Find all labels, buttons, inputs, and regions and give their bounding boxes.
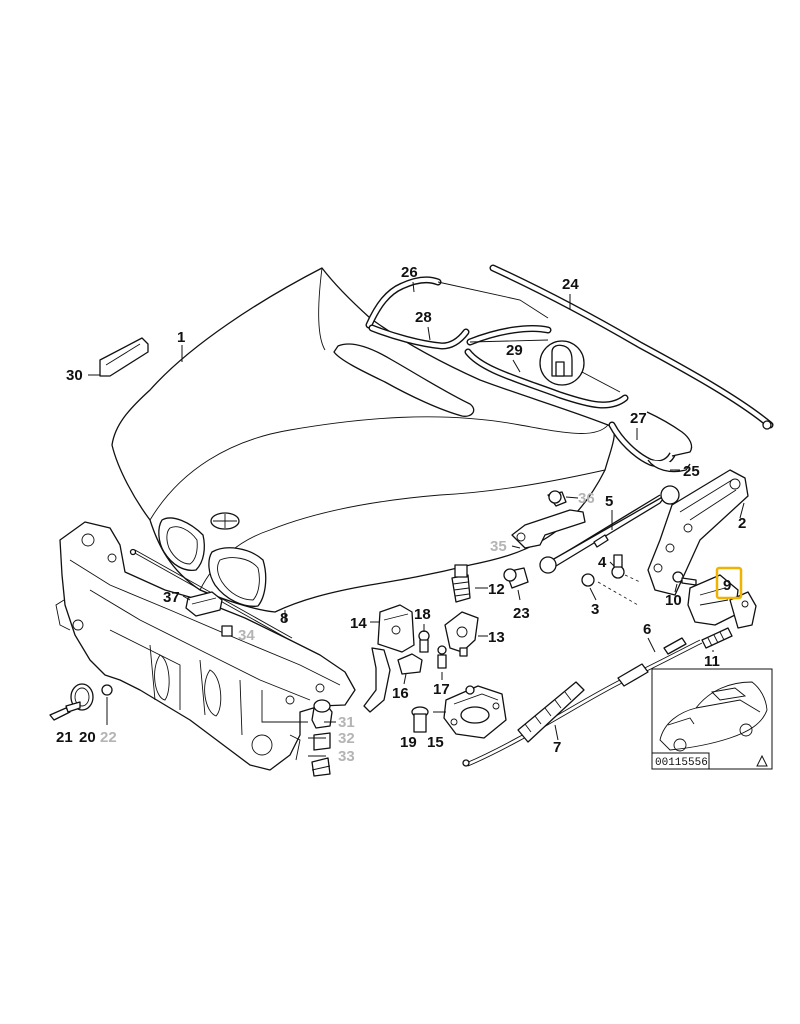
callout-11[interactable]: 11 <box>704 653 720 670</box>
callout-8[interactable]: 8 <box>280 610 288 627</box>
bracket-35[interactable] <box>511 509 586 549</box>
callout-27[interactable]: 27 <box>630 410 647 427</box>
callout-13[interactable]: 13 <box>488 629 505 646</box>
callout-25[interactable]: 25 <box>683 463 700 480</box>
callout-7[interactable]: 7 <box>553 739 561 756</box>
callout-17[interactable]: 17 <box>433 681 450 698</box>
callout-32[interactable]: 32 <box>338 730 355 747</box>
seal-dotted-guides <box>437 281 549 319</box>
front-panel[interactable] <box>55 521 356 771</box>
release-cable-6[interactable] <box>462 637 703 767</box>
hood-strut[interactable] <box>539 485 680 574</box>
stop-23[interactable] <box>503 567 529 589</box>
callout-19[interactable]: 19 <box>400 734 417 751</box>
callout-6[interactable]: 6 <box>643 621 651 638</box>
callout-20[interactable]: 20 <box>79 729 96 746</box>
reference-number: 00115556 <box>655 757 708 769</box>
clip-36[interactable] <box>547 490 567 507</box>
callout-4[interactable]: 4 <box>598 554 607 571</box>
callout-24[interactable]: 24 <box>562 276 579 293</box>
callout-34[interactable]: 34 <box>238 627 255 644</box>
callout-21[interactable]: 21 <box>56 729 73 746</box>
seal-cross-section <box>539 340 585 386</box>
clip-34[interactable] <box>221 625 233 637</box>
lock-base-15[interactable] <box>443 685 507 739</box>
callout-18[interactable]: 18 <box>414 606 431 623</box>
callout-35[interactable]: 35 <box>490 538 507 555</box>
callout-10[interactable]: 10 <box>665 592 682 609</box>
leader-lines <box>88 281 680 723</box>
hood-panel[interactable] <box>111 267 615 613</box>
callout-28[interactable]: 28 <box>415 309 432 326</box>
screw-19[interactable] <box>411 706 429 733</box>
callout-26[interactable]: 26 <box>401 264 418 281</box>
callout-29[interactable]: 29 <box>506 342 523 359</box>
part-30[interactable] <box>99 337 149 377</box>
callout-3[interactable]: 3 <box>591 601 599 618</box>
callout-5[interactable]: 5 <box>605 493 613 510</box>
callout-12[interactable]: 12 <box>488 581 505 598</box>
cable-guide-7[interactable] <box>517 681 585 743</box>
nut-22[interactable] <box>101 684 113 696</box>
latch-bracket-14[interactable] <box>363 604 415 713</box>
callout-labels: 1 2 3 4 5 6 7 8 9 10 11 12 13 14 15 16 1… <box>56 264 746 765</box>
callout-15[interactable]: 15 <box>427 734 444 751</box>
callout-1[interactable]: 1 <box>177 329 185 346</box>
latch-16[interactable] <box>397 653 423 675</box>
callout-31[interactable]: 31 <box>338 714 355 731</box>
bolt-17[interactable] <box>437 645 447 669</box>
callout-30[interactable]: 30 <box>66 367 83 384</box>
hood-seals[interactable] <box>365 264 774 473</box>
bracket-37[interactable] <box>185 591 223 617</box>
latch-catch-13[interactable] <box>444 611 479 657</box>
callout-22[interactable]: 22 <box>100 729 117 746</box>
screw-21[interactable] <box>49 701 81 721</box>
callout-16[interactable]: 16 <box>392 685 409 702</box>
highlight-box <box>715 566 743 600</box>
hood-lock-9[interactable] <box>687 574 739 626</box>
screw-10[interactable] <box>672 571 697 586</box>
callout-33[interactable]: 33 <box>338 748 355 765</box>
lock-bracket[interactable] <box>729 591 757 629</box>
grommet-3[interactable] <box>581 573 595 587</box>
warning-triangle-icon <box>756 754 768 767</box>
screw-4[interactable] <box>611 554 625 579</box>
callout-36[interactable]: 36 <box>578 490 595 507</box>
callout-23[interactable]: 23 <box>513 605 530 622</box>
spring-11[interactable] <box>701 627 733 649</box>
callout-2[interactable]: 2 <box>738 515 746 532</box>
callout-14[interactable]: 14 <box>350 615 367 632</box>
vehicle-inset: 00115556 <box>651 668 773 770</box>
hood-hinge[interactable] <box>647 469 749 596</box>
callout-37[interactable]: 37 <box>163 589 180 606</box>
buffer-stack-31-33[interactable] <box>311 699 333 777</box>
buffer-12[interactable] <box>451 564 471 603</box>
callout-9[interactable]: 9 <box>723 577 731 594</box>
bolt-18[interactable] <box>418 630 430 653</box>
